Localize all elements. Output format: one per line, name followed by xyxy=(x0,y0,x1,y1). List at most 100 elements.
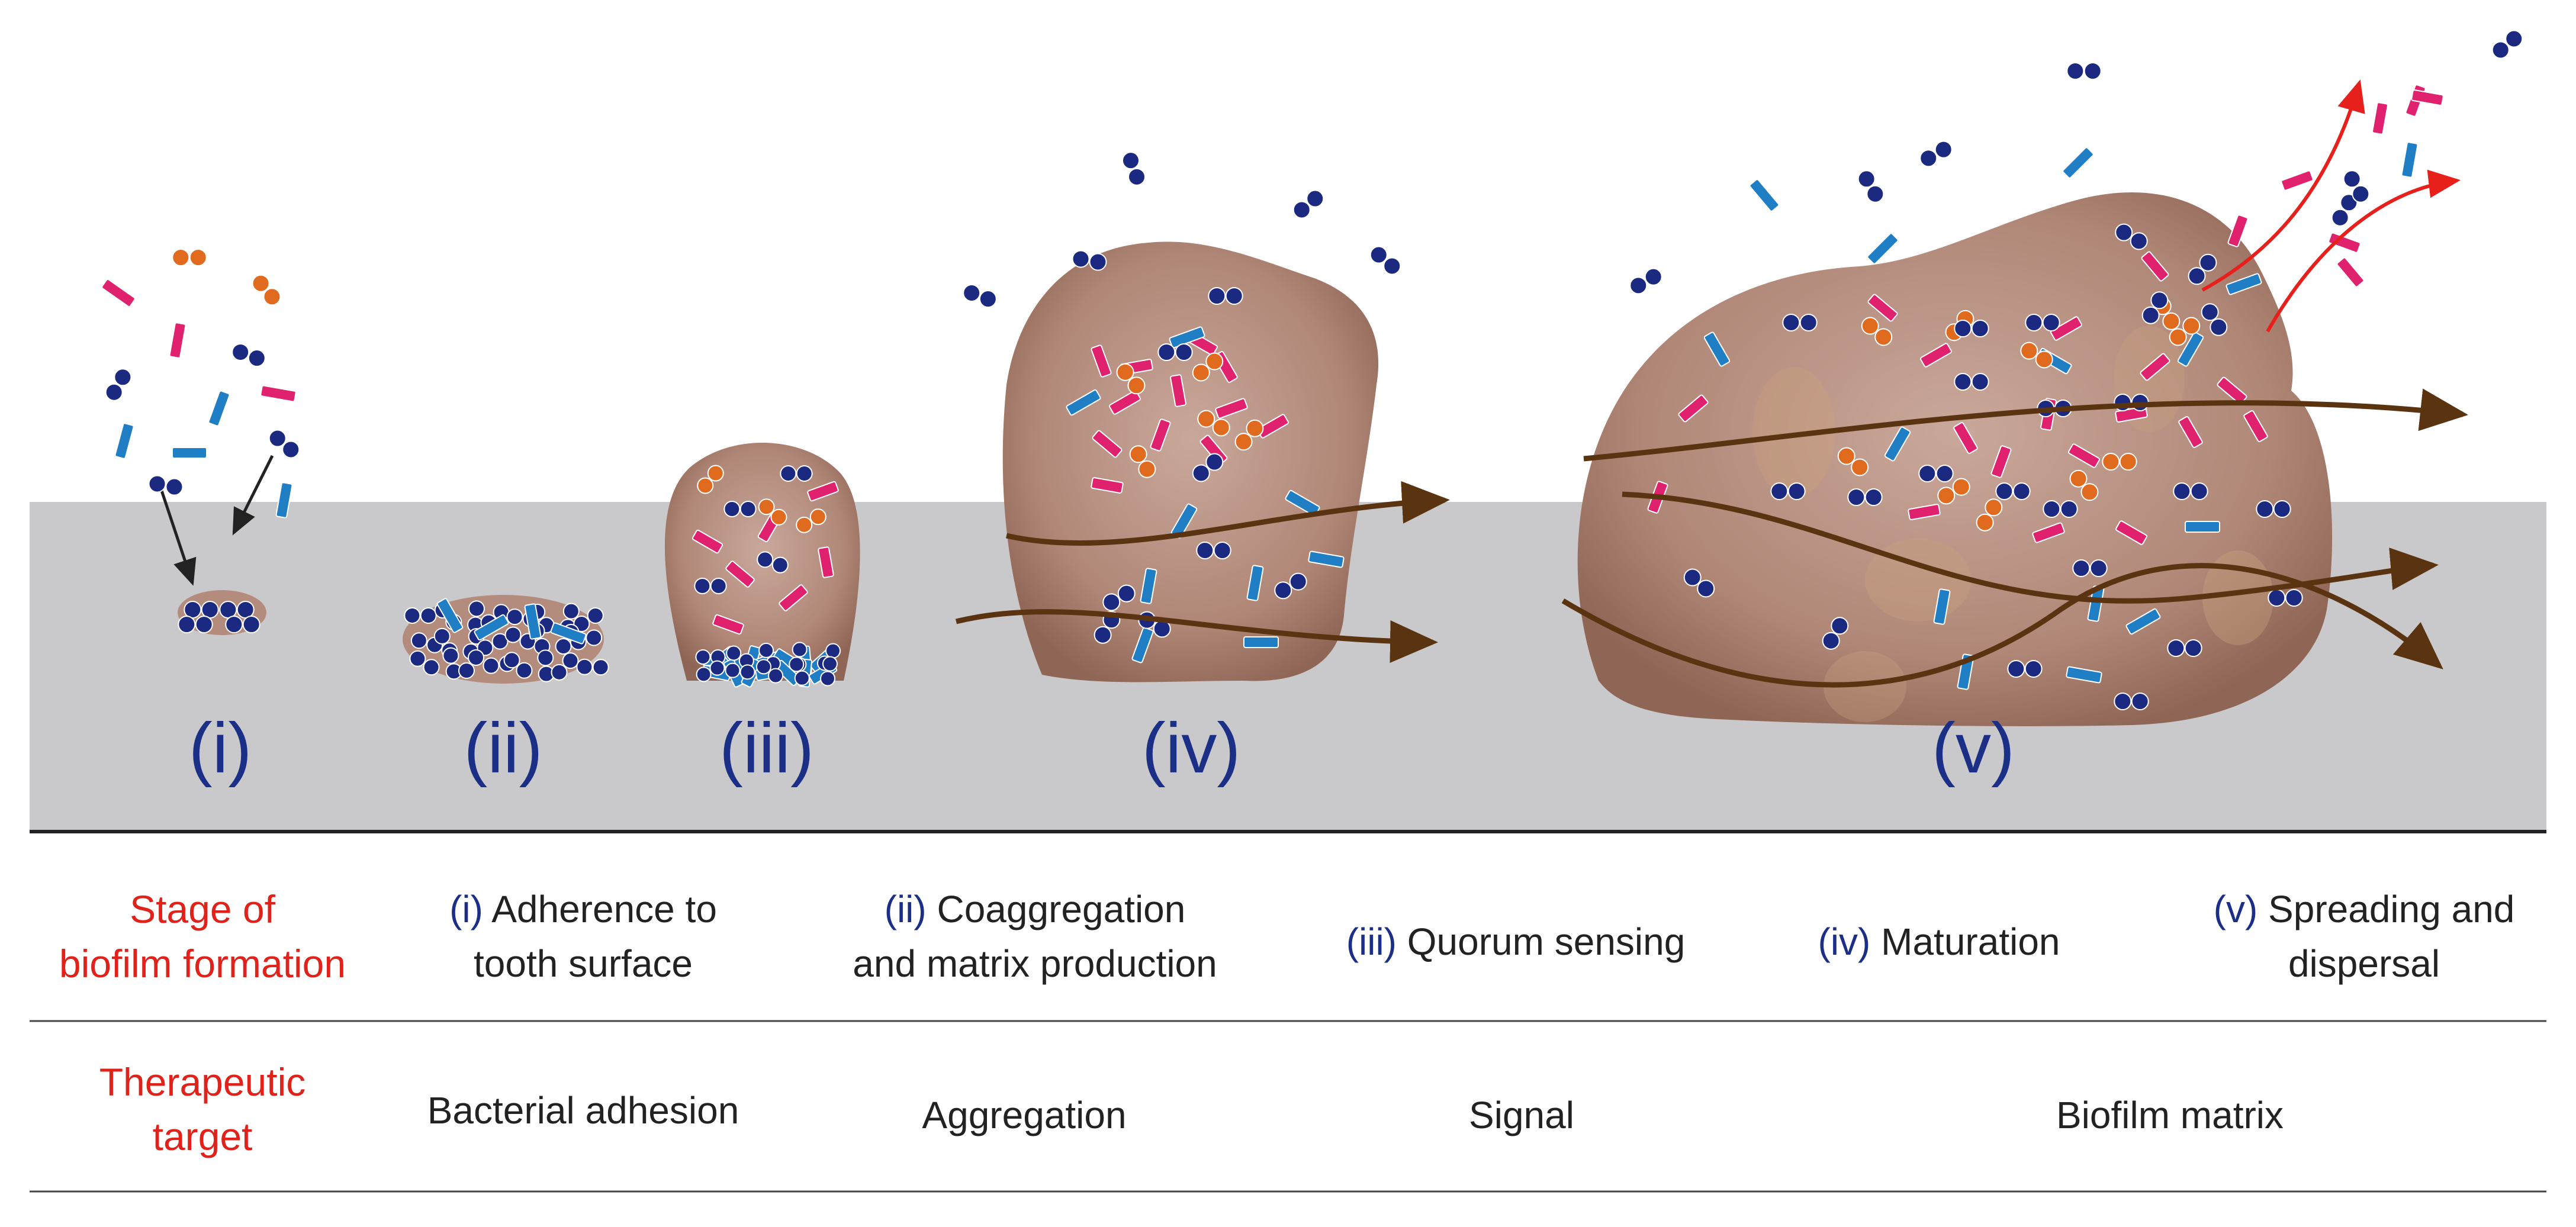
blue-rod xyxy=(436,598,464,633)
target-cell-biofilm-matrix: Biofilm matrix xyxy=(2056,1094,2284,1136)
target-cell-bacterial-adhesion: Bacterial adhesion xyxy=(427,1089,739,1132)
navy-coccus xyxy=(178,616,213,633)
pink-rod xyxy=(2068,443,2100,468)
flow-arrow xyxy=(1561,563,2443,688)
pink-rod xyxy=(169,322,186,359)
navy-coccus xyxy=(2025,314,2060,331)
pink-rod xyxy=(2141,251,2169,282)
navy-coccus xyxy=(2331,194,2358,227)
stage-cell-ii: (ii) Coaggregation and matrix production xyxy=(853,882,1217,991)
target-cell-aggregation: Aggregation xyxy=(922,1094,1127,1136)
flow-arrow xyxy=(1622,491,2439,604)
orange-coccus xyxy=(1116,363,1146,395)
navy-coccus xyxy=(1102,584,1136,611)
blue-rod xyxy=(172,447,207,459)
navy-coccus xyxy=(2167,639,2202,657)
blue-rod xyxy=(2401,141,2419,178)
dispersal-arrow xyxy=(2266,169,2461,333)
stage-cell-text: Spreading and xyxy=(2268,888,2515,930)
navy-coccus xyxy=(2066,62,2102,80)
pink-rod xyxy=(101,279,136,307)
bacteria-layer xyxy=(101,30,2523,710)
stage-cell-num: (ii) xyxy=(884,888,927,930)
navy-coccus xyxy=(268,429,300,459)
orange-coccus xyxy=(697,465,724,494)
navy-coccus xyxy=(780,465,813,482)
navy-coccus xyxy=(2114,693,2149,710)
orange-coccus xyxy=(758,498,787,526)
navy-coccus xyxy=(725,662,755,680)
orange-coccus xyxy=(1192,352,1224,382)
target-row-header-line2: target xyxy=(152,1115,253,1158)
flow-arrow xyxy=(1583,388,2468,462)
navy-coccus xyxy=(409,650,440,676)
navy-coccus xyxy=(723,501,757,517)
navy-coccus xyxy=(1292,189,1324,219)
pink-rod xyxy=(2115,520,2147,545)
navy-coccus xyxy=(184,601,219,619)
blue-rod xyxy=(2226,273,2262,295)
blue-rod xyxy=(275,482,293,519)
pink-rod xyxy=(2336,257,2365,288)
navy-coccus xyxy=(458,649,485,679)
blue-rod xyxy=(1749,179,1780,212)
pink-rod xyxy=(2243,410,2268,442)
navy-coccus xyxy=(1683,568,1715,598)
navy-coccus xyxy=(1954,320,1989,337)
navy-coccus xyxy=(1629,268,1662,295)
stage-cell-text: Quorum sensing xyxy=(1407,920,1686,963)
pink-rod xyxy=(1678,394,1709,423)
navy-coccus xyxy=(1782,314,1818,331)
pink-rod xyxy=(2140,353,2170,381)
navy-coccus xyxy=(2141,291,2169,324)
navy-coccus xyxy=(2188,253,2217,285)
orange-coccus xyxy=(252,274,281,306)
blue-rod xyxy=(114,423,134,459)
blue-rod xyxy=(2066,666,2102,684)
pink-rod xyxy=(2328,232,2361,253)
blue-rod xyxy=(1867,233,1899,265)
navy-coccus xyxy=(1857,170,1884,203)
orange-coccus xyxy=(1837,447,1869,476)
navy-coccus xyxy=(1822,617,1849,650)
navy-coccus xyxy=(1369,246,1401,275)
stage-cell-num: (i) xyxy=(449,888,483,930)
pink-rod xyxy=(712,614,744,635)
pink-rod xyxy=(1092,430,1123,458)
pink-rod xyxy=(1867,294,1898,322)
flow-arrows xyxy=(955,388,2468,688)
navy-coccus xyxy=(2256,500,2291,518)
blue-rod xyxy=(550,622,587,645)
pink-rod xyxy=(1170,374,1186,407)
navy-coccus xyxy=(694,578,727,594)
stage-cell-text-line2: dispersal xyxy=(2288,942,2440,985)
pink-rod xyxy=(260,385,297,402)
blue-rod xyxy=(1308,550,1345,568)
orange-coccus xyxy=(1976,498,2003,532)
blue-rod xyxy=(2062,147,2094,179)
navy-coccus xyxy=(1157,343,1193,361)
stage-cell-text: Maturation xyxy=(1881,920,2060,963)
stage-row-header: Stage of biofilm formation xyxy=(13,882,392,991)
navy-coccus xyxy=(1121,152,1146,186)
dispersal-arrows xyxy=(2201,79,2461,333)
stage-cell-num: (v) xyxy=(2213,888,2258,930)
dispersal-arrow xyxy=(2201,79,2365,292)
stage-cell-iii: (iii) Quorum sensing xyxy=(1346,914,1686,969)
stage-cell-i: (i) Adherence to tooth surface xyxy=(449,882,717,991)
navy-coccus xyxy=(2115,223,2148,250)
navy-coccus xyxy=(225,616,261,633)
orange-coccus xyxy=(796,508,826,533)
orange-coccus xyxy=(1861,317,1893,346)
orange-coccus xyxy=(2069,469,2099,501)
pink-rod xyxy=(818,546,834,578)
blue-rod xyxy=(208,390,230,427)
navy-coccus xyxy=(757,551,789,574)
navy-coccus xyxy=(1192,453,1224,482)
pink-rod xyxy=(1990,445,2012,478)
blue-rod xyxy=(1169,326,1205,349)
navy-coccus xyxy=(1954,373,1989,391)
stage-cell-v: (v) Spreading and dispersal xyxy=(2214,882,2515,991)
flow-arrow xyxy=(1006,481,1450,546)
